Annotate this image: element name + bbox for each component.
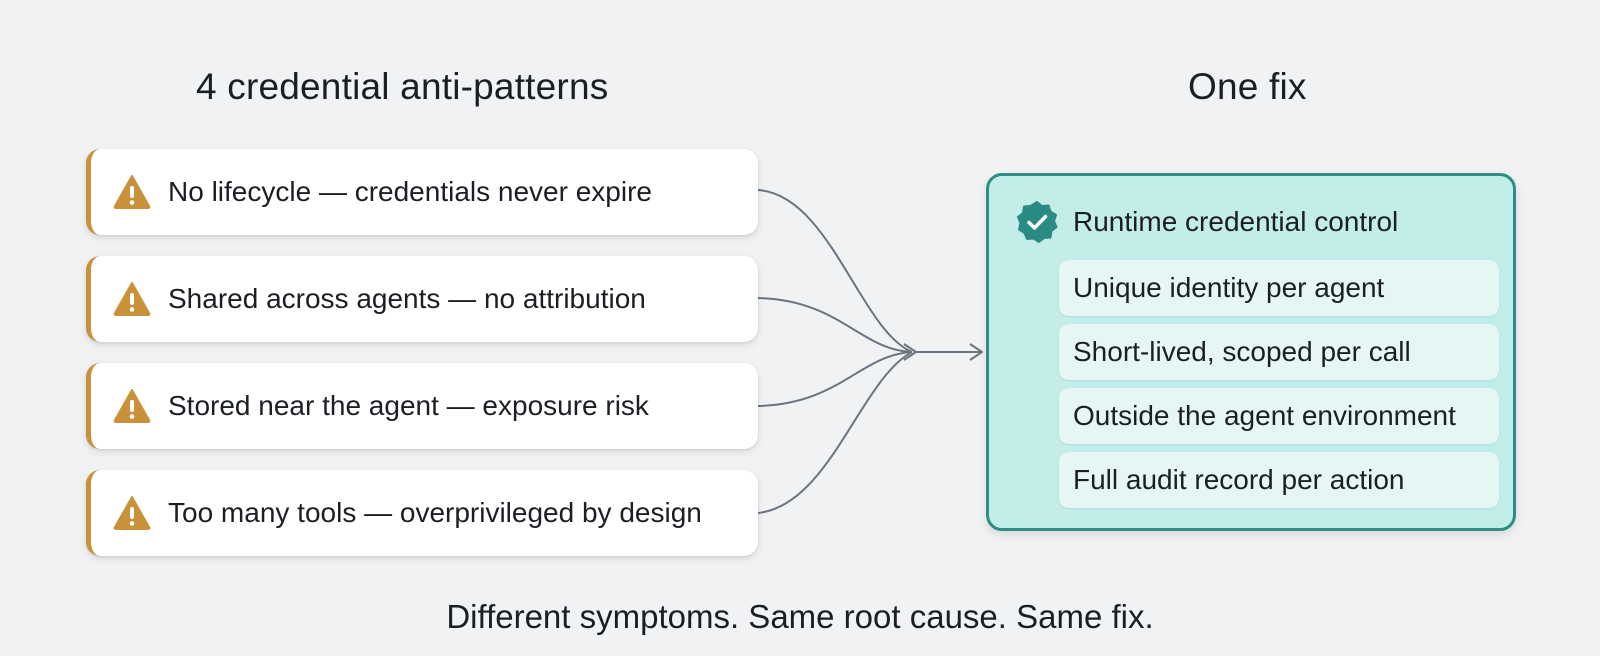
anti-pattern-label: No lifecycle — credentials never expire <box>168 176 652 207</box>
warning-icon <box>113 389 151 423</box>
solution-panel: Runtime credential control Unique identi… <box>986 173 1516 531</box>
anti-pattern-card: Stored near the agent — exposure risk <box>86 363 758 449</box>
fix-item: Short-lived, scoped per call <box>1059 324 1499 380</box>
warning-icon <box>113 496 151 530</box>
solution-header: Runtime credential control <box>1015 200 1398 244</box>
anti-pattern-card: Shared across agents — no attribution <box>86 256 758 342</box>
merge-arrowhead <box>903 343 917 361</box>
warning-icon <box>113 175 151 209</box>
anti-pattern-label: Shared across agents — no attribution <box>168 283 646 314</box>
fix-item: Full audit record per action <box>1059 452 1499 508</box>
connector-line-1 <box>757 189 913 353</box>
caption: Different symptoms. Same root cause. Sam… <box>446 598 1154 635</box>
connector-line-4 <box>757 351 913 514</box>
solution-arrowhead <box>969 343 983 361</box>
one-fix-heading: One fix <box>1188 66 1307 107</box>
anti-pattern-card: Too many tools — overprivileged by desig… <box>86 470 758 556</box>
connector-line-2 <box>757 297 913 353</box>
fix-item: Unique identity per agent <box>1059 260 1499 316</box>
fix-item: Outside the agent environment <box>1059 388 1499 444</box>
anti-pattern-card: No lifecycle — credentials never expire <box>86 149 758 235</box>
anti-pattern-label: Stored near the agent — exposure risk <box>168 390 649 421</box>
anti-pattern-label: Too many tools — overprivileged by desig… <box>168 497 702 528</box>
anti-patterns-heading: 4 credential anti-patterns <box>196 66 609 107</box>
connector-line-3 <box>757 351 913 407</box>
solution-title: Runtime credential control <box>1073 206 1399 237</box>
warning-icon <box>113 282 151 316</box>
check-badge-icon <box>1017 201 1058 243</box>
